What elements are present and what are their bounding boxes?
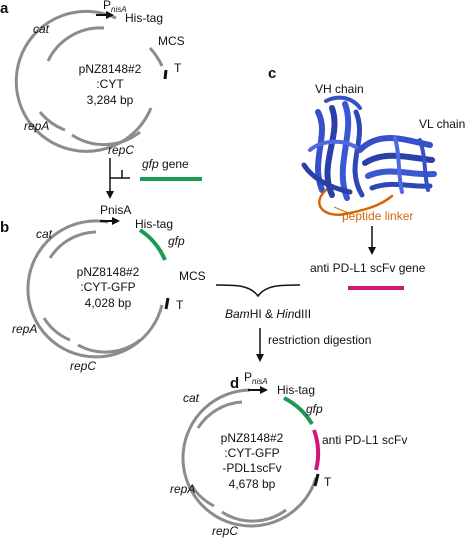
panel-c-letter: c <box>268 65 276 82</box>
enzymes-label: BamHI & HindIII <box>225 307 311 321</box>
scfv-structure-image <box>301 95 437 216</box>
plasmid-d-name-3: -PDL1scFv <box>222 461 281 475</box>
gfp-gene-label: gfp gene <box>142 157 189 171</box>
his-tag-label-a: His-tag <box>125 11 163 25</box>
terminator-label-d: T <box>324 475 332 489</box>
mcs-label-a: MCS <box>158 34 185 48</box>
panel-d-letter: d <box>230 375 239 392</box>
peptide-linker-label: peptide linker <box>342 209 413 223</box>
plasmid-d-backbone <box>181 388 318 528</box>
panel-c: c VH chain VL chain peptide linker anti … <box>268 65 465 290</box>
gfp-join-bracket <box>110 170 130 179</box>
repC-label-a: repC <box>108 143 134 157</box>
vh-chain-label: VH chain <box>315 82 364 96</box>
scfv-label-d: anti PD-L1 scFv <box>322 433 407 447</box>
terminator-mark-b <box>164 297 170 310</box>
panel-b: b PnisA His-tag gfp MCS T cat repA repC … <box>0 203 206 373</box>
repA-label-d: repA <box>170 482 195 496</box>
panel-b-letter: b <box>0 219 9 236</box>
gfp-segment-b <box>138 228 167 261</box>
repC-label-b: repC <box>70 359 96 373</box>
repA-label-b: repA <box>12 322 37 336</box>
panel-a-letter: a <box>0 0 9 17</box>
gfp-label-b: gfp <box>168 234 185 248</box>
vl-chain-label: VL chain <box>419 117 465 131</box>
cat-gene-arc-d <box>196 400 243 429</box>
repA-gene-arc <box>38 111 66 132</box>
scfv-segment-d <box>312 429 321 471</box>
plasmid-b-size: 4,028 bp <box>85 296 132 310</box>
repA-gene-arc-d <box>190 485 215 508</box>
plasmid-d-name-1: pNZ8148#2 <box>221 431 284 445</box>
plasmid-a-name-2: :CYT <box>96 77 124 91</box>
terminator-mark <box>163 69 168 80</box>
repC-gene-arc-d <box>221 508 287 523</box>
linker-pointer <box>333 206 349 214</box>
plasmid-d-name-2: :CYT-GFP <box>224 446 279 460</box>
gfp-label-d: gfp <box>306 402 323 416</box>
repA-label-a: repA <box>24 119 49 133</box>
promoter-label-a: PnisA <box>103 0 127 14</box>
his-tag-label-b: His-tag <box>135 217 173 231</box>
plasmid-d-size: 4,678 bp <box>229 477 276 491</box>
repA-gene-arc-b <box>42 317 71 342</box>
terminator-mark-d <box>313 473 320 487</box>
panel-d: d PnisA His-tag gfp anti PD-L1 scFv T ca… <box>170 370 407 538</box>
cat-gene-arc <box>46 26 105 62</box>
gfp-insertion-step: gfp gene <box>106 157 202 199</box>
plasmid-a-name-1: pNZ8148#2 <box>79 62 142 76</box>
plasmid-b-name-1: pNZ8148#2 <box>77 265 140 279</box>
cat-label-d: cat <box>183 391 200 405</box>
gfp-segment-d <box>283 396 314 426</box>
mcs-region-arc <box>148 46 164 67</box>
repC-gene-arc-b <box>77 338 141 354</box>
terminator-label-b: T <box>176 298 184 312</box>
digestion-step: BamHI & HindIII restriction digestion <box>215 284 371 362</box>
terminator-label-a: T <box>174 61 182 75</box>
repC-label-d: repC <box>212 524 238 538</box>
plasmid-a-size: 3,284 bp <box>87 93 134 107</box>
cat-gene-arc-b <box>48 230 97 259</box>
promoter-label-d: PnisA <box>244 370 268 386</box>
his-tag-label-d: His-tag <box>277 383 315 397</box>
promoter-label-b: PnisA <box>100 203 131 217</box>
plasmid-b-name-2: :CYT-GFP <box>80 280 135 294</box>
restriction-digestion-label: restriction digestion <box>268 333 371 347</box>
scfv-gene-label: anti PD-L1 scFv gene <box>310 261 426 275</box>
cat-label-a: cat <box>33 22 50 36</box>
repC-gene-arc <box>71 130 141 147</box>
panel-a: a PnisA His-tag MCS T cat repA repC pNZ8… <box>0 0 185 157</box>
cat-label-b: cat <box>36 227 53 241</box>
merge-bracket <box>215 284 301 298</box>
mcs-label-b: MCS <box>179 269 206 283</box>
